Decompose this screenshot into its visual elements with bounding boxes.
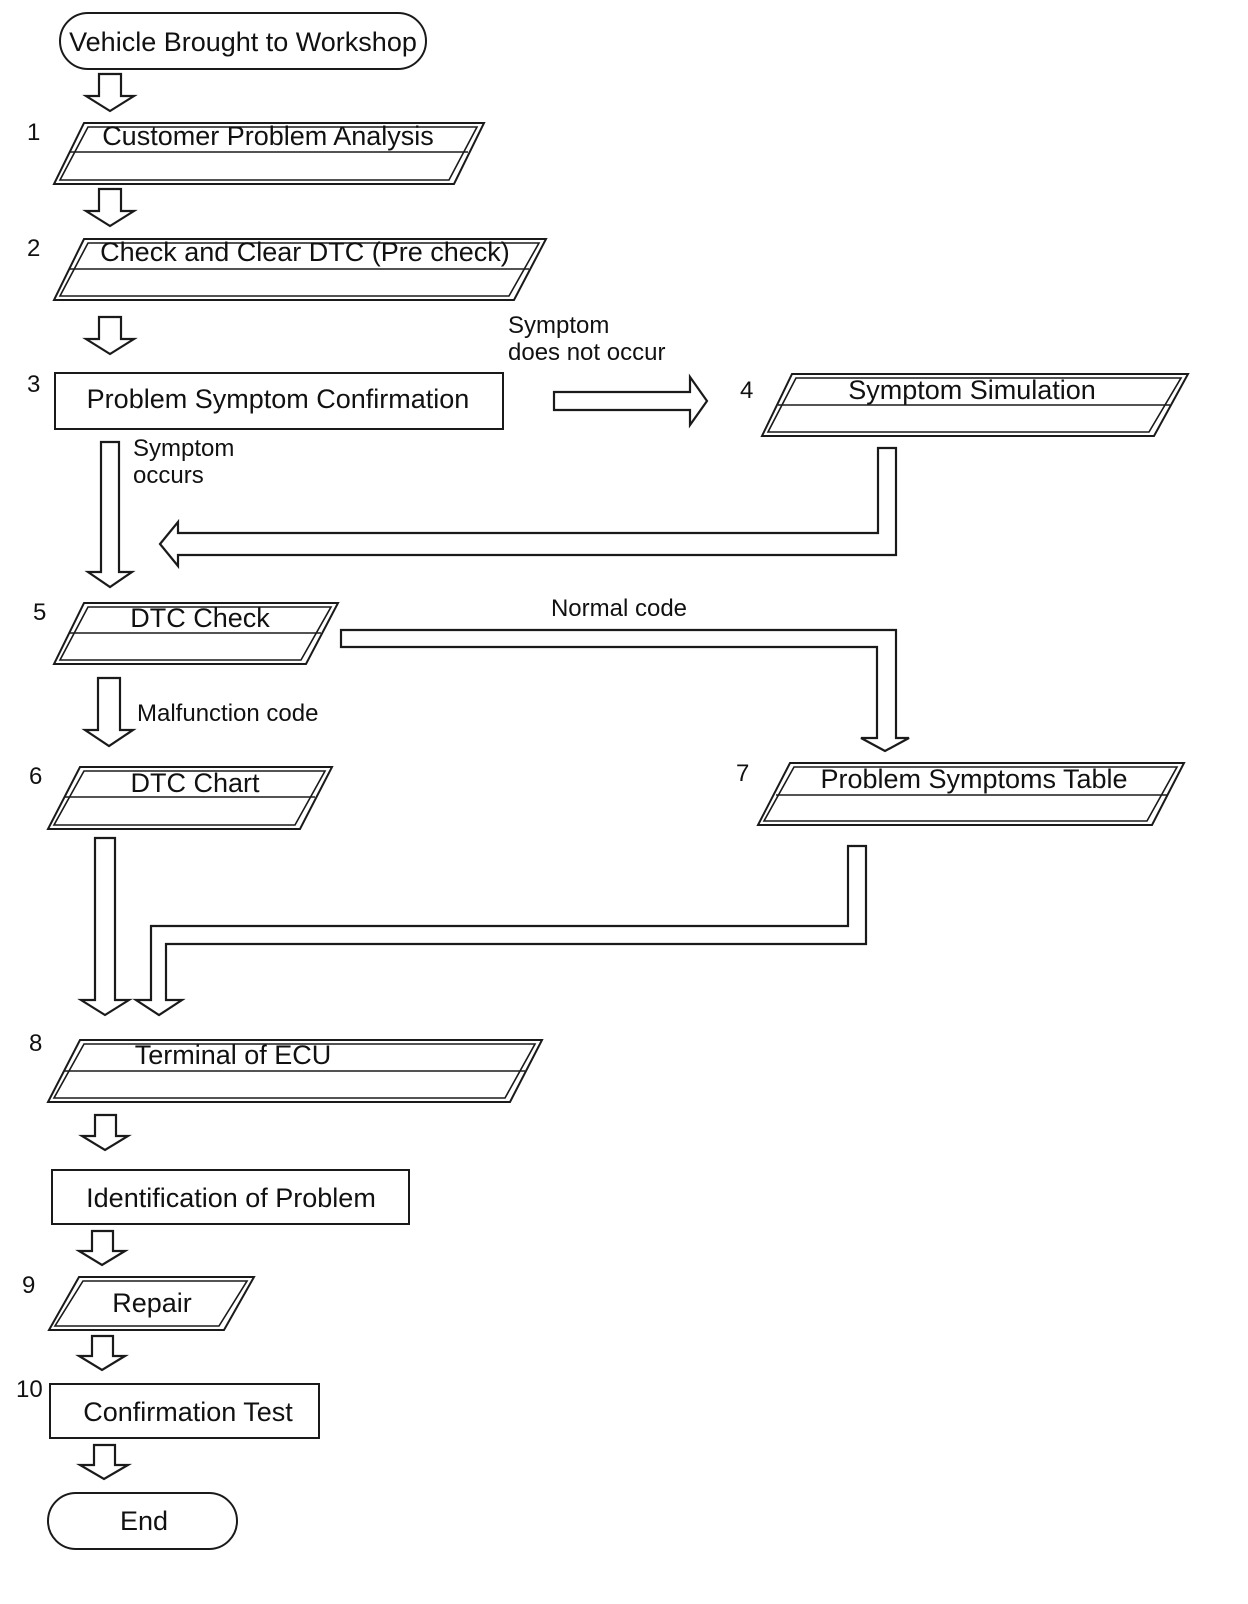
step-4-number: 4 xyxy=(740,377,753,404)
arrow-1-to-2 xyxy=(82,187,138,228)
step-2-inner-frame xyxy=(58,242,541,297)
step-9-parallelogram xyxy=(47,1276,256,1331)
step-5-inner-frame xyxy=(58,606,333,661)
start-terminator xyxy=(59,12,427,70)
arrow-2-to-3 xyxy=(82,315,138,356)
step-6-inner-frame xyxy=(52,770,327,826)
arrow-6-to-8 xyxy=(77,836,133,1017)
step-5-label: DTC Check xyxy=(130,603,270,633)
step-7-parallelogram xyxy=(756,762,1186,826)
step-4-label: Symptom Simulation xyxy=(848,375,1096,405)
step-8-inner-frame xyxy=(52,1043,537,1099)
step-7-inner-frame xyxy=(762,766,1179,822)
step-2-label: Check and Clear DTC (Pre check) xyxy=(100,237,510,267)
step-9-number: 9 xyxy=(22,1272,35,1299)
arrow-9-to-10 xyxy=(75,1334,129,1372)
branch-not-occur-line2: does not occur xyxy=(508,339,665,366)
arrow-7-to-8 xyxy=(132,844,868,1017)
branch-malfunction-code: Malfunction code xyxy=(137,700,318,727)
step-8-number: 8 xyxy=(29,1030,42,1057)
end-terminator xyxy=(47,1492,238,1550)
step-1-label: Customer Problem Analysis xyxy=(102,121,434,151)
step-10-box xyxy=(49,1383,320,1439)
end-label: End xyxy=(120,1506,168,1536)
branch-not-occur-line1: Symptom xyxy=(508,312,609,339)
branch-occurs-line1: Symptom xyxy=(133,435,234,462)
step-9-inner-frame xyxy=(53,1280,249,1327)
identification-label: Identification of Problem xyxy=(86,1183,376,1213)
step-10-number: 10 xyxy=(16,1376,43,1403)
step-7-number: 7 xyxy=(736,760,749,787)
start-label: Vehicle Brought to Workshop xyxy=(69,27,417,57)
arrow-10-to-end xyxy=(75,1443,133,1481)
step-6-label: DTC Chart xyxy=(130,768,260,798)
step-7-label: Problem Symptoms Table xyxy=(820,764,1127,794)
step-1-number: 1 xyxy=(27,119,40,146)
arrow-5-to-6 xyxy=(81,676,137,748)
arrow-3-to-4 xyxy=(552,373,709,429)
step-1-inner-frame xyxy=(58,126,479,181)
step-6-parallelogram xyxy=(46,766,334,830)
step-8-label: Terminal of ECU xyxy=(135,1040,332,1070)
arrow-3-to-5 xyxy=(84,440,136,589)
arrow-start-to-1 xyxy=(82,72,138,113)
branch-occurs-line2: occurs xyxy=(133,462,204,489)
arrow-5-to-7 xyxy=(339,628,910,753)
step-4-inner-frame xyxy=(766,377,1183,433)
step-3-number: 3 xyxy=(27,371,40,398)
arrow-8-to-identification xyxy=(78,1113,132,1152)
step-9-label: Repair xyxy=(112,1288,192,1318)
step-10-label: Confirmation Test xyxy=(83,1397,293,1427)
step-5-number: 5 xyxy=(33,599,46,626)
step-3-label: Problem Symptom Confirmation xyxy=(87,384,470,414)
arrow-4-return xyxy=(158,446,898,570)
step-3-box xyxy=(54,372,504,430)
branch-normal-code: Normal code xyxy=(551,595,687,622)
identification-box xyxy=(51,1169,410,1225)
step-1-parallelogram xyxy=(52,122,486,185)
arrow-identification-to-9 xyxy=(75,1229,129,1267)
step-6-number: 6 xyxy=(29,763,42,790)
step-2-number: 2 xyxy=(27,235,40,262)
